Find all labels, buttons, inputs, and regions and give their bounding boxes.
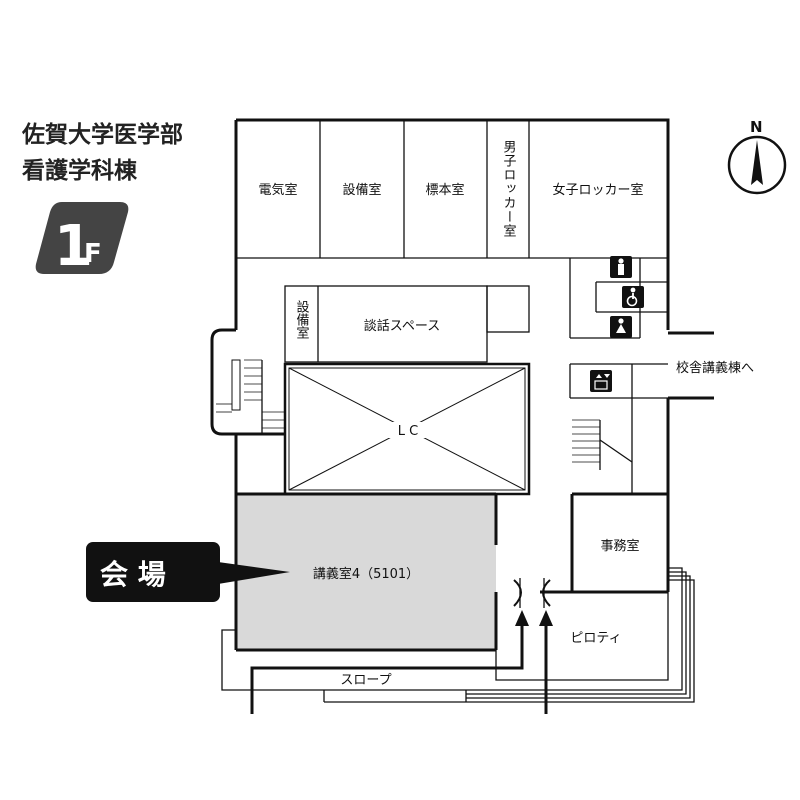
floor-suffix: F: [84, 239, 102, 269]
north-arrow-icon: N: [727, 118, 787, 195]
entrance-doors: [513, 578, 551, 608]
lc-void: [283, 362, 531, 496]
top-room-partitions: [236, 120, 668, 259]
room-label-lounge: 談話スペース: [364, 318, 440, 334]
floor-number: 1: [54, 214, 93, 279]
venue-label: 会 場: [100, 558, 166, 591]
room-label-equipment-small: 設備室: [294, 299, 310, 339]
room-label-office: 事務室: [600, 538, 639, 554]
slope-outline: [221, 629, 467, 702]
floor-badge: 1 F: [35, 202, 129, 279]
room-label-equipment-top: 設備室: [342, 182, 381, 198]
building-title-line1: 佐賀大学医学部: [21, 121, 183, 148]
room-label-lecture: 講義室4（5101）: [313, 566, 419, 582]
accessible-toilet-icon: [622, 286, 644, 308]
area-label-piloti: ピロティ: [570, 631, 621, 646]
label-to-school-building: 校舎講義棟へ: [676, 360, 754, 376]
entrance-arrow-icon: [250, 610, 553, 714]
room-label-electric: 電気室: [258, 182, 297, 198]
toilet-area-partitions: [569, 258, 668, 494]
inner-rooms: [284, 285, 530, 363]
venue-callout: 会 場: [86, 542, 290, 602]
area-label-slope: スロープ: [340, 673, 391, 688]
right-stairs: [572, 419, 633, 470]
male-toilet-icon: [610, 256, 632, 278]
building-title-line2: 看護学科棟: [22, 157, 138, 184]
elevator-icon: [590, 370, 612, 392]
room-label-lc: L C: [398, 424, 418, 439]
room-label-specimen: 標本室: [425, 182, 464, 198]
piloti-outline: [324, 567, 695, 703]
left-stairs: [216, 359, 284, 434]
female-toilet-icon: [610, 316, 632, 338]
room-label-female-locker: 女子ロッカー室: [552, 182, 643, 198]
compass-label: N: [750, 118, 763, 136]
room-label-male-locker: 男子ロッカー室: [501, 140, 517, 238]
